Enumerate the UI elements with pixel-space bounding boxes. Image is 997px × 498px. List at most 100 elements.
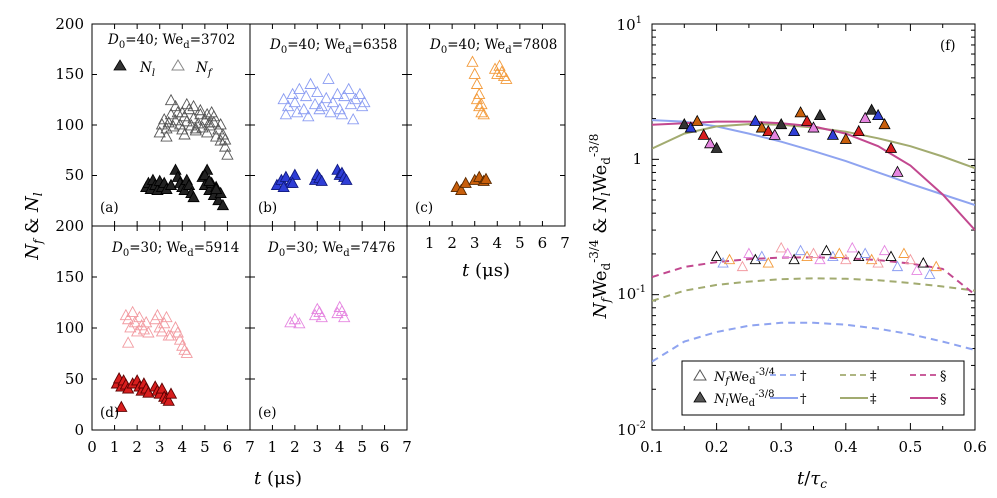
legend-nl-label: Nl (139, 60, 155, 79)
point-d-nf-10 (149, 312, 162, 325)
point-f-nl-17 (839, 132, 852, 144)
point-e-nf-0 (284, 315, 297, 328)
point-c-nf-10 (491, 67, 504, 79)
xtick-d-2: 2 (132, 438, 142, 456)
panel-titles: D0=40; Wed=3702 D0=40; Wed=6358 D0=40; W… (107, 32, 557, 259)
xtick-f-0.6: 0.6 (963, 438, 987, 456)
point-d-nl-16 (155, 382, 169, 394)
legend-nl-marker-f (693, 391, 707, 403)
point-b-nf-28 (335, 107, 349, 120)
point-b-nf-11 (320, 91, 333, 104)
point-f-nf-30 (917, 257, 930, 268)
xtick-d-6: 6 (223, 438, 233, 456)
point-a-nf-37 (207, 109, 221, 122)
point-f-nl-12 (794, 106, 807, 118)
left-data-points (110, 55, 513, 412)
panel-f-tag: (f) (940, 38, 956, 54)
panel-b-frame (249, 23, 408, 227)
panel-f-x-axis-label: t/τc (797, 468, 827, 491)
point-d-nf-9 (142, 326, 155, 338)
point-b-nf-5 (297, 102, 310, 115)
point-f-nf-8 (775, 241, 787, 253)
ytick-50-bottom: 50 (65, 370, 84, 388)
point-e-nf-7 (331, 306, 344, 319)
point-d-nf-3 (126, 305, 139, 318)
point-f-nf-7 (762, 257, 774, 268)
point-a-nf-31 (169, 99, 182, 112)
point-f-nf-17 (833, 247, 846, 258)
point-d-nf-1 (121, 312, 135, 325)
point-e-nf-3 (308, 308, 322, 321)
point-d-nl-20 (164, 387, 178, 399)
point-f-nf-27 (898, 247, 910, 258)
point-f-nf-13 (807, 247, 820, 258)
point-b-nf-8 (308, 97, 322, 110)
point-a-nf-38 (214, 118, 227, 130)
point-f-nl-11 (788, 124, 801, 137)
panel-b-tag: (b) (258, 200, 277, 216)
point-b-nf-3 (288, 95, 302, 108)
point-b-nf-24 (290, 105, 304, 118)
point-f-nf-32 (930, 260, 942, 272)
xtick-d-1: 1 (110, 438, 120, 456)
panel-c-tag: (c) (415, 200, 433, 216)
xtick-e-6: 6 (380, 438, 390, 456)
panel-d-title: D0=30; Wed=5914 (111, 240, 239, 259)
point-a-nf-21 (200, 126, 214, 138)
panel-c-x-tick-labels: 1 2 3 4 5 6 7 (425, 234, 570, 252)
point-f-nl-3 (697, 128, 710, 140)
panel-f-data-points (678, 103, 942, 279)
point-a-nl-29 (216, 198, 230, 211)
point-f-nl-7 (755, 121, 768, 133)
point-d-nf-24 (140, 315, 153, 328)
point-f-nf-28 (904, 253, 917, 265)
point-f-nf-25 (885, 250, 897, 261)
point-f-nl-13 (800, 114, 814, 126)
point-f-nl-18 (852, 124, 865, 137)
panel-tags: (a) (b) (c) (d) (e) (100, 200, 433, 421)
point-c-nf-2 (470, 77, 484, 89)
xtick-e-1: 1 (268, 438, 278, 456)
xtick-f-0.4: 0.4 (834, 438, 858, 456)
point-b-nf-21 (355, 99, 369, 112)
point-b-nf-22 (358, 95, 371, 108)
point-b-nf-26 (313, 102, 326, 115)
legend-mark-2a: ‡ (870, 369, 877, 384)
point-a-nf-41 (160, 130, 173, 142)
point-e-nf-1 (288, 312, 302, 325)
point-d-nl-19 (162, 394, 175, 406)
point-d-nl-12 (142, 386, 155, 398)
legend-nf-text-f: NfWed-3/4 (713, 367, 775, 387)
point-f-nf-9 (781, 247, 794, 258)
point-c-nf-0 (466, 55, 479, 67)
xtick-d-5: 5 (200, 438, 210, 456)
ytick-f-10: 101 (617, 15, 642, 34)
point-f-nl-20 (865, 103, 878, 115)
panel-f-x-tick-labels: 0.1 0.2 0.3 0.4 0.5 0.6 (640, 438, 987, 456)
point-d-nf-11 (151, 308, 164, 321)
ytick-0-bottom: 0 (74, 421, 84, 439)
point-f-nl-9 (768, 128, 781, 140)
point-f-nl-2 (691, 114, 704, 126)
point-f-nf-15 (820, 244, 833, 256)
panel-e-tag: (e) (258, 405, 277, 421)
legend-nf-marker (171, 59, 185, 71)
point-a-nf-7 (169, 114, 182, 126)
point-d-nl-21 (115, 400, 128, 412)
curve-dashed-2 (652, 277, 975, 302)
xtick-d-4: 4 (178, 438, 188, 456)
point-f-nf-22 (865, 253, 878, 265)
xtick-e-2: 2 (290, 438, 300, 456)
point-a-nf-18 (194, 107, 207, 120)
ytick-f-0.01: 10-2 (617, 420, 646, 439)
point-a-nf-27 (214, 134, 227, 146)
point-c-nf-8 (475, 105, 488, 118)
point-f-nl-10 (775, 117, 788, 130)
point-d-nf-25 (162, 329, 175, 341)
point-b-nl-13 (340, 173, 353, 185)
point-a-nl-32 (209, 182, 223, 194)
panel-c-x-axis-label: t (μs) (462, 260, 510, 281)
xtick-e-7: 7 (402, 438, 412, 456)
xtick-c-5: 5 (515, 234, 525, 252)
point-a-nl-31 (203, 174, 216, 186)
